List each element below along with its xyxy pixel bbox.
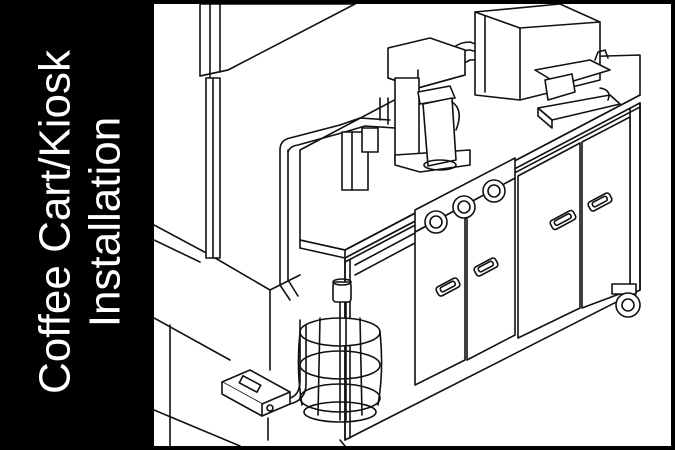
espresso-machine xyxy=(474,4,621,129)
title-line-2: Installation xyxy=(81,117,130,327)
caster-wheel xyxy=(339,283,641,446)
cabinet-door-right-2 xyxy=(581,116,631,309)
title-block: Coffee Cart/Kiosk Installation xyxy=(31,49,130,394)
title-line-1: Coffee Cart/Kiosk xyxy=(31,49,80,394)
coffee-cart-drawing xyxy=(154,4,641,446)
inline-water-filter xyxy=(341,127,379,191)
wall-lines xyxy=(154,224,301,446)
pump-controller-box xyxy=(221,319,307,441)
coffee-brewer xyxy=(387,37,471,173)
overhead-cabinet xyxy=(199,4,356,259)
title-sidebar: Coffee Cart/Kiosk Installation xyxy=(0,0,152,450)
cabinet-door-right-1 xyxy=(517,142,581,339)
illustration-panel xyxy=(154,4,671,446)
cabinet-door-left xyxy=(414,204,466,386)
control-knobs xyxy=(414,157,516,234)
